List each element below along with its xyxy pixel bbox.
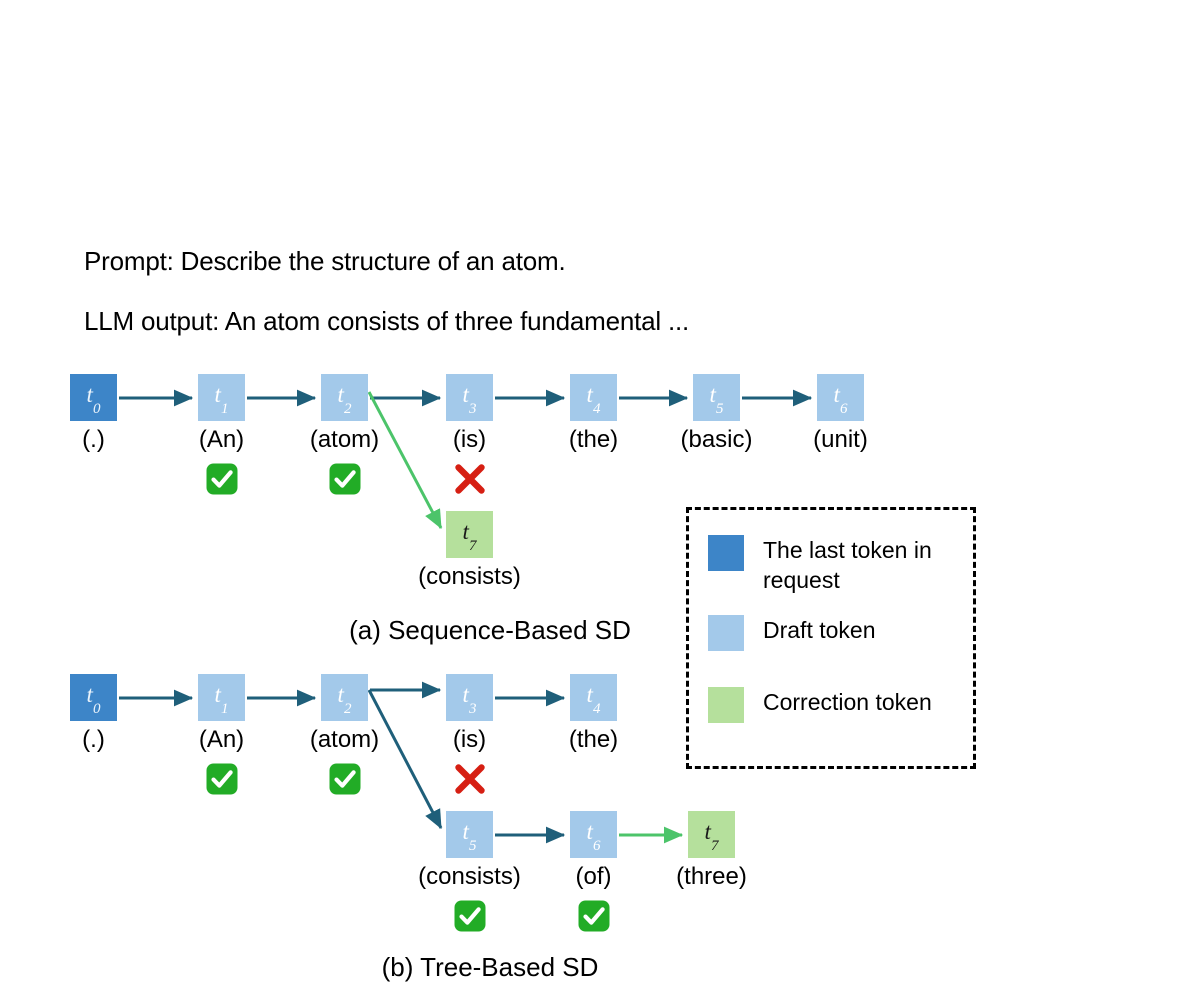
- token-box-a-t3: t3: [446, 374, 493, 421]
- token-label: t4: [586, 382, 601, 417]
- token-caption-a-t0: (.): [82, 426, 105, 453]
- token-label: t7: [462, 519, 477, 554]
- token-box-b-t6: t6: [570, 811, 617, 858]
- token-box-b-t3: t3: [446, 674, 493, 721]
- token-label: t1: [214, 682, 229, 717]
- reject-cross-icon-a-t3: [453, 462, 487, 496]
- reject-cross-icon-b-t3: [453, 762, 487, 796]
- token-caption-a-t1: (An): [198, 426, 245, 453]
- token-label: t5: [462, 819, 477, 854]
- arrow-b-t2-t5-branch: [367, 689, 443, 830]
- legend-item-correction-token: Correction token: [708, 687, 932, 723]
- token-caption-b-t2: (atom): [309, 726, 380, 753]
- token-caption-a-t5: (basic): [680, 426, 753, 453]
- section-caption-sequence-based-sd: (a) Sequence-Based SD: [349, 615, 631, 645]
- token-label: t3: [462, 682, 477, 717]
- token-caption-b-t6: (of): [575, 863, 612, 890]
- token-label: t0: [86, 682, 101, 717]
- token-caption-b-t0: (.): [82, 726, 105, 753]
- token-caption-a-t6: (unit): [813, 426, 868, 453]
- token-caption-b-t1: (An): [198, 726, 245, 753]
- token-label: t1: [214, 382, 229, 417]
- token-box-b-t5: t5: [446, 811, 493, 858]
- accept-check-icon-b-t2: [328, 762, 362, 796]
- legend-label-draft-token: Draft token: [763, 617, 876, 643]
- legend-swatch-correction-token: [708, 687, 744, 723]
- arrow-a-t2-t7-correction: [367, 391, 443, 530]
- token-caption-a-t3: (is): [452, 426, 487, 453]
- token-box-a-t6: t6: [817, 374, 864, 421]
- token-label: t4: [586, 682, 601, 717]
- token-caption-a-t2: (atom): [309, 426, 380, 453]
- token-caption-b-t7: (three): [676, 863, 747, 890]
- token-box-b-t4: t4: [570, 674, 617, 721]
- legend-panel: The last token in request Draft token Co…: [686, 507, 976, 769]
- prompt-text: Prompt: Describe the structure of an ato…: [84, 246, 566, 276]
- token-caption-a-t4: (the): [568, 426, 619, 453]
- token-box-a-t1: t1: [198, 374, 245, 421]
- accept-check-icon-a-t2: [328, 462, 362, 496]
- section-caption-tree-based-sd: (b) Tree-Based SD: [381, 952, 599, 982]
- legend-item-last-token-in-request: The last token in request: [708, 535, 973, 595]
- legend-swatch-request-token: [708, 535, 744, 571]
- legend-swatch-draft-token: [708, 615, 744, 651]
- legend-label-correction-token: Correction token: [763, 689, 932, 715]
- legend-item-draft-token: Draft token: [708, 615, 876, 651]
- accept-check-icon-a-t1: [205, 462, 239, 496]
- token-box-b-t1: t1: [198, 674, 245, 721]
- token-label: t6: [833, 382, 848, 417]
- token-box-a-t7: t7: [446, 511, 493, 558]
- token-box-b-t0: t0: [70, 674, 117, 721]
- accept-check-icon-b-t5: [453, 899, 487, 933]
- token-box-b-t7: t7: [688, 811, 735, 858]
- token-box-a-t0: t0: [70, 374, 117, 421]
- token-label: t0: [86, 382, 101, 417]
- token-label: t2: [337, 682, 352, 717]
- legend-label-request-token: The last token in request: [763, 537, 932, 593]
- token-label: t5: [709, 382, 724, 417]
- token-label: t7: [704, 819, 719, 854]
- token-caption-b-t4: (the): [568, 726, 619, 753]
- token-caption-b-t3: (is): [452, 726, 487, 753]
- accept-check-icon-b-t6: [577, 899, 611, 933]
- token-label: t6: [586, 819, 601, 854]
- token-caption-a-t7: (consists): [418, 563, 521, 590]
- token-caption-b-t5: (consists): [418, 863, 521, 890]
- accept-check-icon-b-t1: [205, 762, 239, 796]
- token-label: t3: [462, 382, 477, 417]
- token-label: t2: [337, 382, 352, 417]
- token-box-a-t2: t2: [321, 374, 368, 421]
- token-box-b-t2: t2: [321, 674, 368, 721]
- token-box-a-t5: t5: [693, 374, 740, 421]
- token-box-a-t4: t4: [570, 374, 617, 421]
- llm-output-text: LLM output: An atom consists of three fu…: [84, 306, 690, 336]
